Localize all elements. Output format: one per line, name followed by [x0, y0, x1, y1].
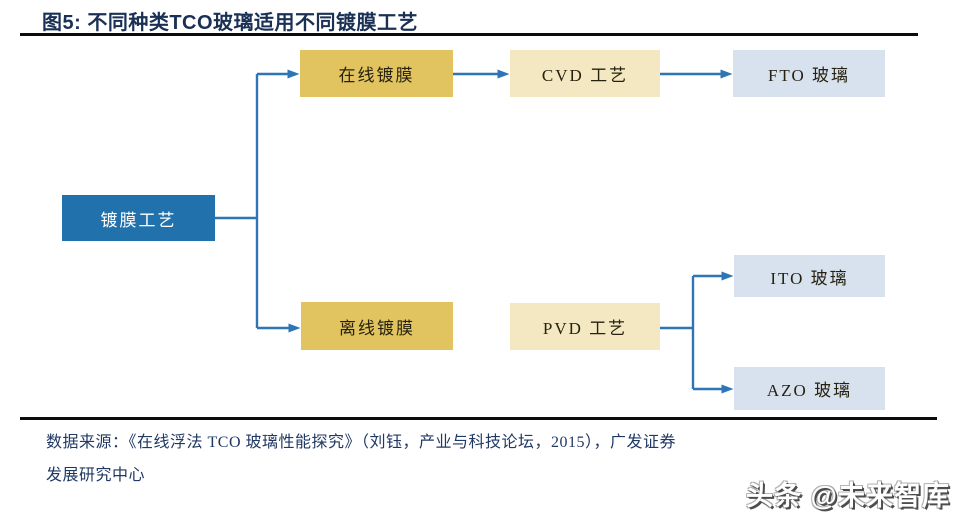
- node-coating-process-label: 镀膜工艺: [100, 210, 177, 230]
- node-azo-glass: AZO 玻璃: [734, 367, 885, 410]
- data-source-line2: 发展研究中心: [46, 467, 146, 484]
- title-divider-line: [20, 33, 918, 36]
- node-offline-coating: 离线镀膜: [301, 302, 453, 350]
- node-cvd-process-label: CVD 工艺: [541, 66, 629, 85]
- watermark-text: 头条 @未来智库: [746, 481, 950, 511]
- node-fto-glass: FTO 玻璃: [733, 50, 885, 97]
- node-pvd-process-label: PVD 工艺: [542, 319, 628, 338]
- figure-title: 图5: 不同种类TCO玻璃适用不同镀膜工艺: [42, 12, 419, 34]
- footer-divider-line: [20, 417, 937, 420]
- data-source-line1: 数据来源：《在线浮法 TCO 玻璃性能探究》（刘钰，产业与科技论坛，2015），…: [46, 434, 677, 451]
- data-source-note: 数据来源：《在线浮法 TCO 玻璃性能探究》（刘钰，产业与科技论坛，2015），…: [46, 426, 926, 492]
- node-online-coating-label: 在线镀膜: [338, 66, 415, 85]
- node-azo-glass-label: AZO 玻璃: [766, 381, 853, 400]
- node-ito-glass: ITO 玻璃: [734, 255, 885, 297]
- node-ito-glass-label: ITO 玻璃: [770, 268, 849, 288]
- node-fto-glass-label: FTO 玻璃: [767, 66, 851, 85]
- node-cvd-process: CVD 工艺: [510, 50, 660, 97]
- node-offline-coating-label: 离线镀膜: [339, 318, 415, 338]
- node-pvd-process: PVD 工艺: [510, 303, 660, 350]
- node-online-coating: 在线镀膜: [300, 50, 453, 97]
- node-coating-process: 镀膜工艺: [62, 195, 215, 241]
